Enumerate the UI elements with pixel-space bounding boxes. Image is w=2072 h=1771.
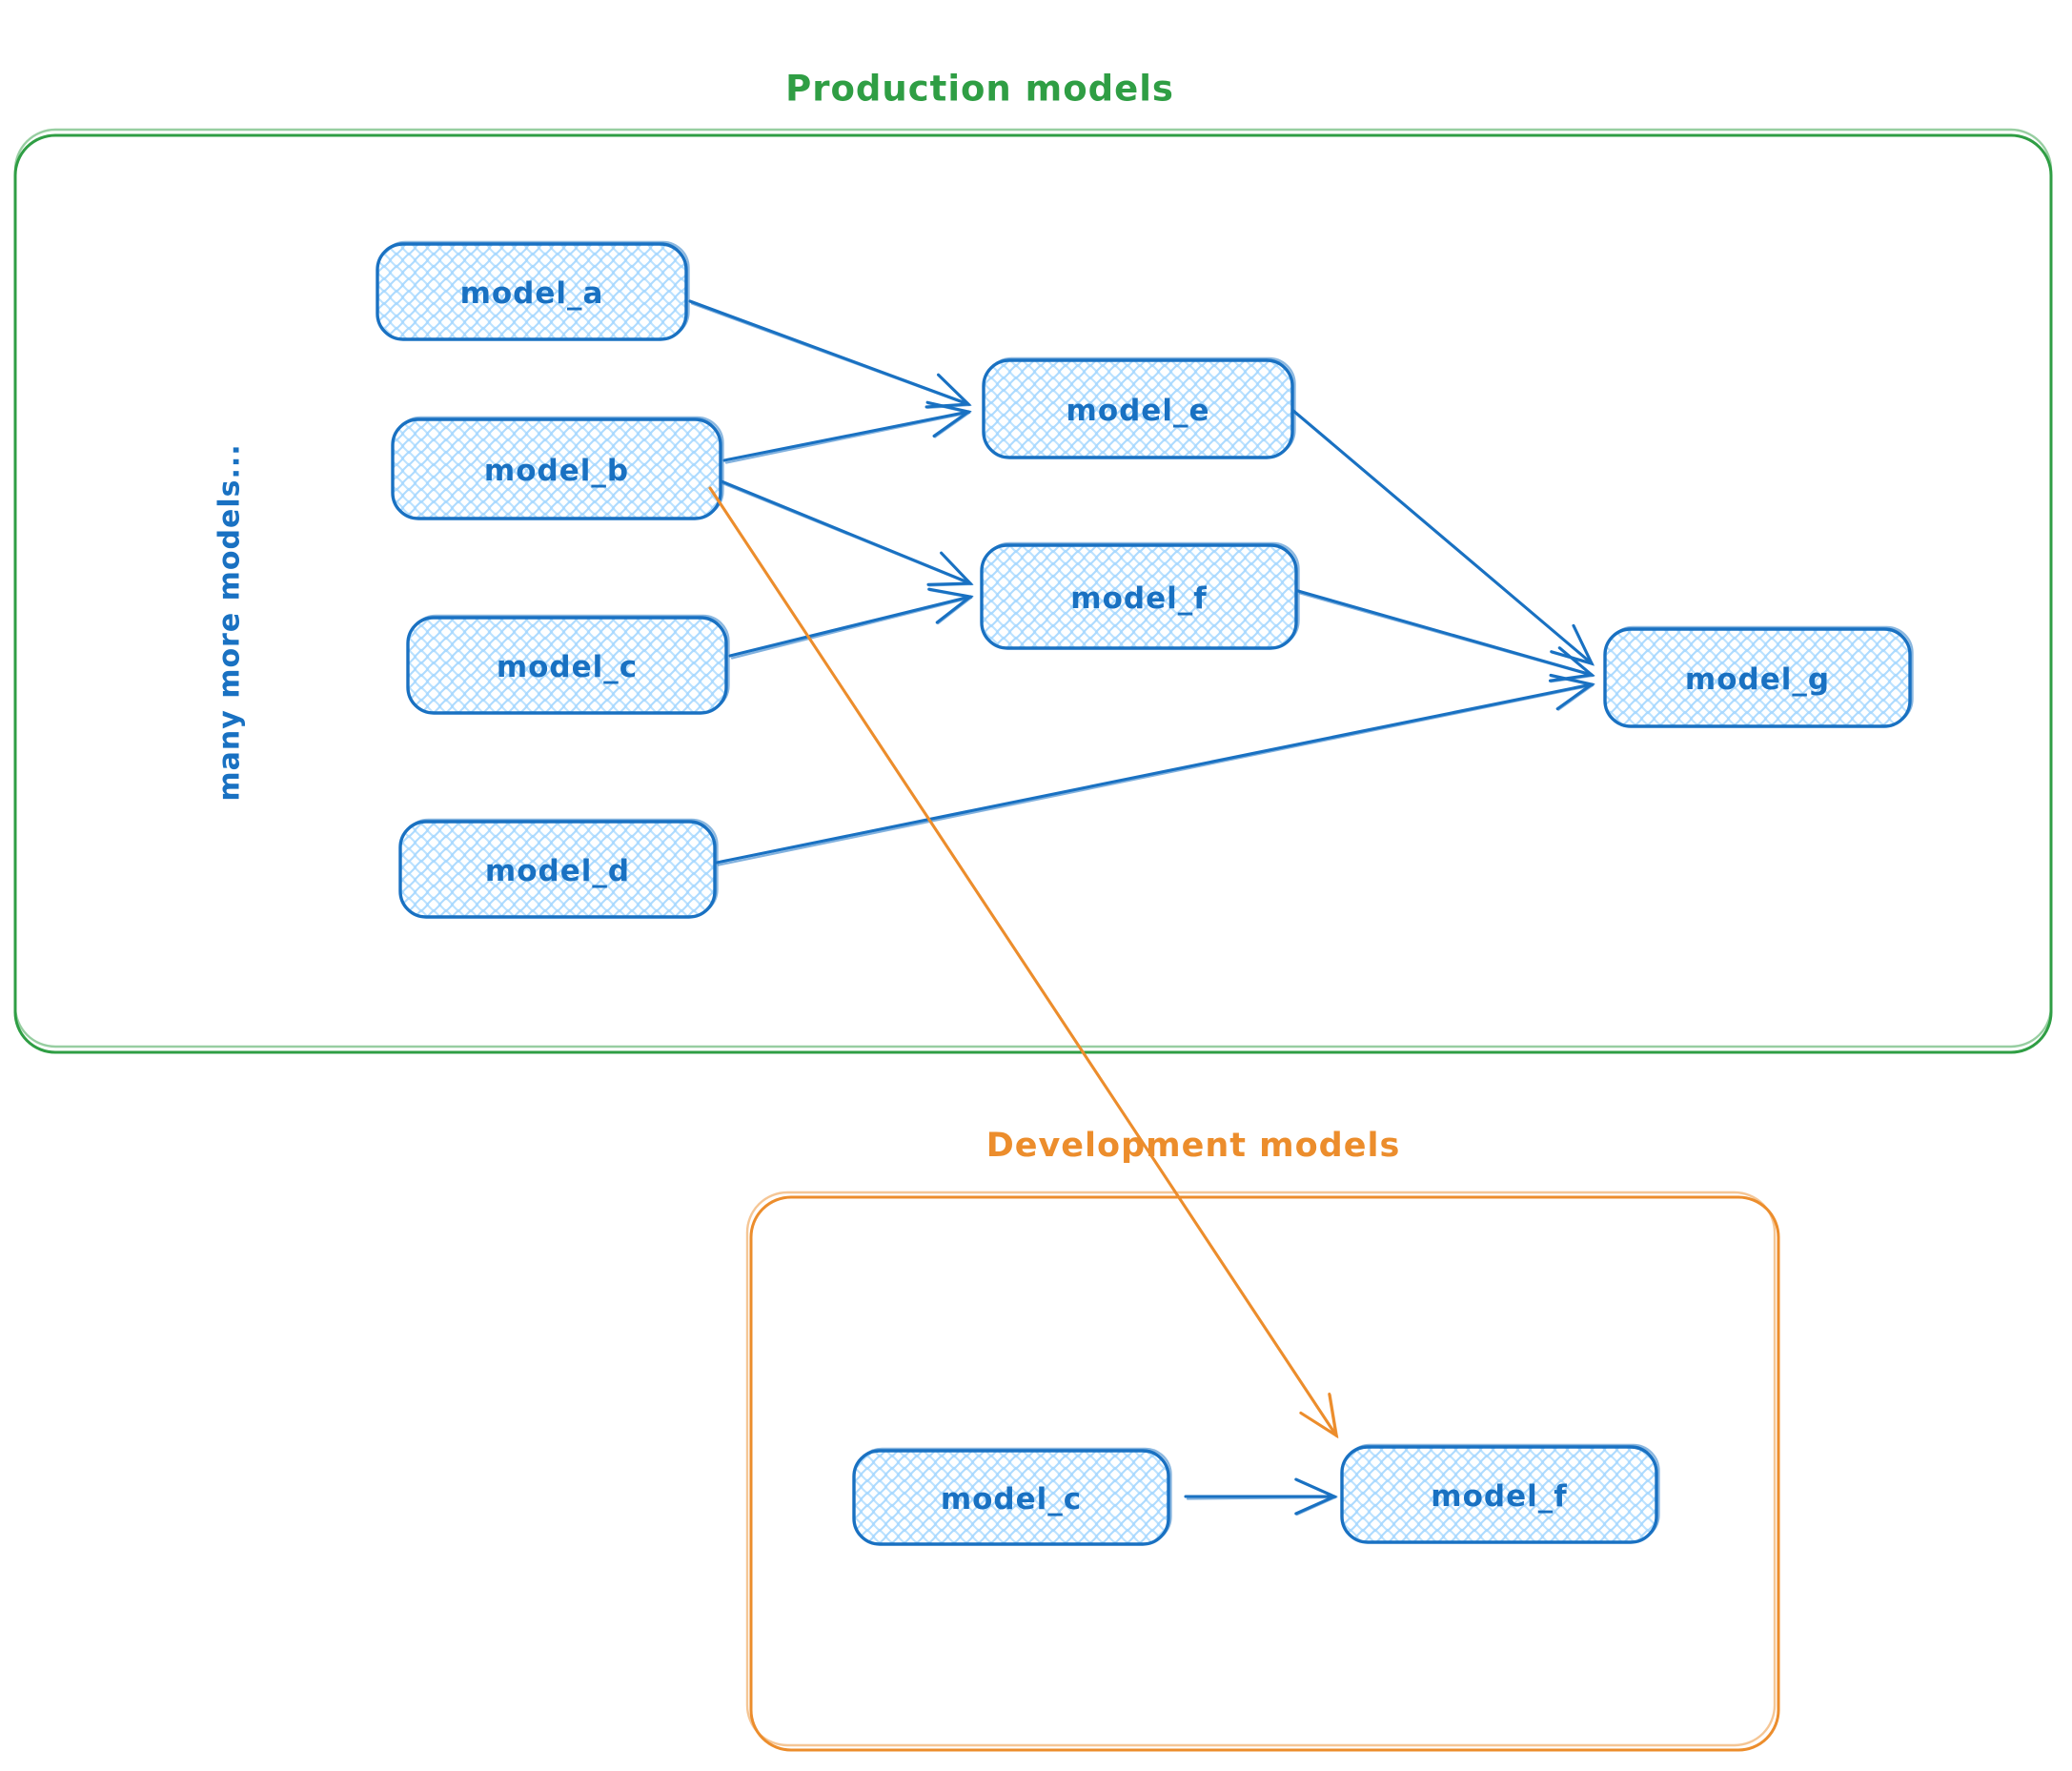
node-dev_model_c: model_c	[852, 1447, 1172, 1546]
arrow-model_b-to-dev_model_f	[708, 486, 1339, 1439]
node-model_f: model_f	[980, 541, 1300, 650]
node-dev_model_f-label: model_f	[1431, 1479, 1567, 1514]
node-model_d-label: model_d	[485, 854, 630, 888]
arrow-model_b-to-model_f	[720, 479, 974, 587]
node-model_g: model_g	[1603, 625, 1914, 728]
development-models-container	[745, 1191, 1780, 1752]
node-model_e: model_e	[982, 356, 1296, 459]
node-model_d: model_d	[398, 818, 719, 919]
node-dev_model_c-label: model_c	[941, 1482, 1082, 1517]
production-models-container	[13, 128, 2053, 1054]
node-model_f-label: model_f	[1070, 581, 1207, 616]
arrow-model_f-to-model_g	[1296, 589, 1595, 683]
node-model_c-label: model_c	[497, 650, 638, 684]
containers-layer	[13, 128, 2053, 1752]
node-model_g-label: model_g	[1685, 662, 1830, 697]
arrow-model_c-to-model_f	[728, 587, 974, 660]
node-model_b: model_b	[391, 416, 724, 520]
node-model_b-label: model_b	[484, 454, 629, 488]
arrows-layer	[688, 299, 1595, 1517]
node-dev_model_f: model_f	[1340, 1443, 1660, 1544]
node-model_e-label: model_e	[1066, 394, 1210, 428]
arrow-dev_model_c-to-dev_model_f	[1184, 1477, 1338, 1517]
arrow-model_a-to-model_e	[688, 299, 972, 409]
arrow-model_b-to-model_e	[722, 400, 972, 464]
node-model_a-label: model_a	[460, 276, 604, 311]
arrow-model_d-to-model_g	[715, 673, 1595, 866]
node-model_a: model_a	[376, 240, 690, 341]
arrow-model_e-to-model_g	[1290, 408, 1595, 666]
nodes-layer: model_a model_b model_c model_d model_emodel…	[376, 240, 1914, 1546]
node-model_c: model_c	[406, 614, 730, 715]
